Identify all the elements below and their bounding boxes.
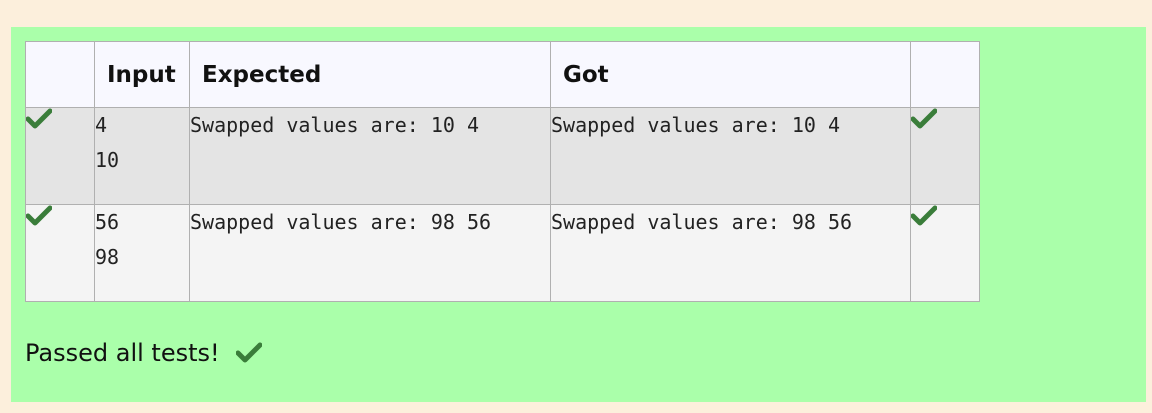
- results-table: Input Expected Got 4 10 Swapped values a…: [25, 41, 980, 302]
- header-status: [25, 41, 95, 108]
- header-expected: Expected: [189, 41, 551, 108]
- input-line: 10: [95, 148, 120, 172]
- row-status-cell: [25, 204, 95, 302]
- header-input: Input: [94, 41, 190, 108]
- header-result: [910, 41, 980, 108]
- table-header-row: Input Expected Got: [25, 41, 980, 108]
- table-row: 4 10 Swapped values are: 10 4 Swapped va…: [25, 107, 980, 205]
- expected-cell: Swapped values are: 10 4: [189, 107, 551, 205]
- row-result-cell: [910, 204, 980, 302]
- got-cell: Swapped values are: 98 56: [550, 204, 911, 302]
- summary-message: Passed all tests!: [25, 339, 262, 367]
- row-result-cell: [910, 107, 980, 205]
- input-line: 4: [95, 113, 108, 137]
- header-got: Got: [550, 41, 911, 108]
- check-icon: [26, 205, 52, 226]
- check-icon: [235, 342, 262, 363]
- test-results-panel: Input Expected Got 4 10 Swapped values a…: [11, 27, 1146, 402]
- input-cell: 4 10: [94, 107, 190, 205]
- check-icon: [26, 108, 52, 129]
- row-status-cell: [25, 107, 95, 205]
- got-cell: Swapped values are: 10 4: [550, 107, 911, 205]
- check-icon: [911, 108, 937, 129]
- summary-text: Passed all tests!: [25, 339, 220, 367]
- table-row: 56 98 Swapped values are: 98 56 Swapped …: [25, 204, 980, 302]
- input-line: 56: [95, 210, 120, 234]
- expected-cell: Swapped values are: 98 56: [189, 204, 551, 302]
- check-icon: [911, 205, 937, 226]
- input-cell: 56 98: [94, 204, 190, 302]
- input-line: 98: [95, 245, 120, 269]
